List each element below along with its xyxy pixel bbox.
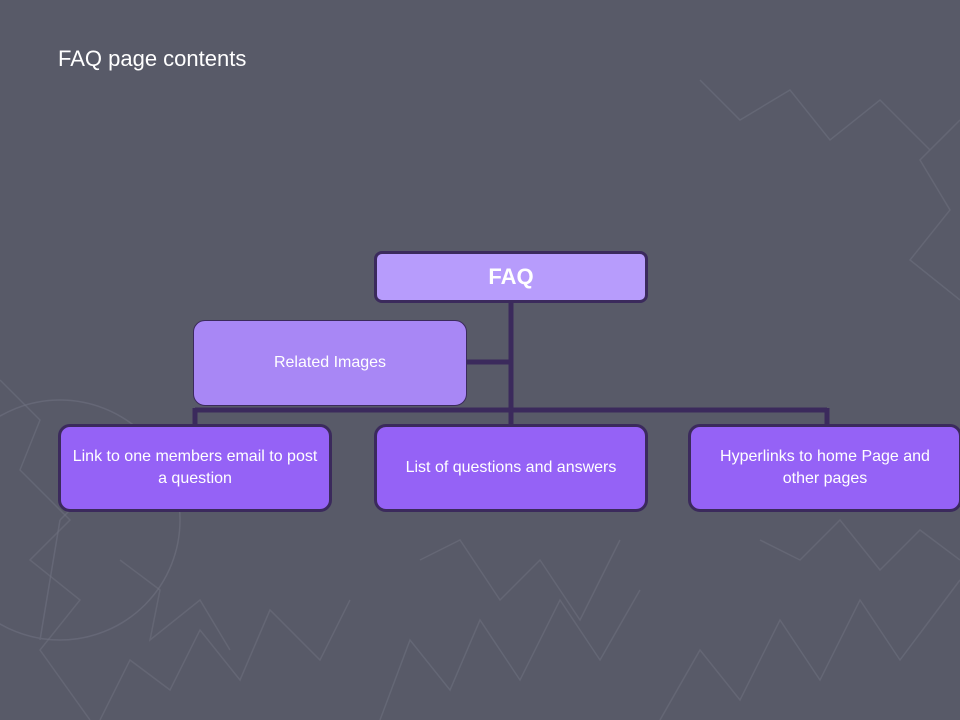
child-node-questions-list: List of questions and answers [374,424,648,512]
assistant-node-related-images: Related Images [193,320,467,406]
child-node-hyperlinks: Hyperlinks to home Page and other pages [688,424,960,512]
root-node-faq: FAQ [374,251,648,303]
slide-title: FAQ page contents [58,46,247,71]
child-node-link-to-members: Link to one members email to post a ques… [58,424,332,512]
